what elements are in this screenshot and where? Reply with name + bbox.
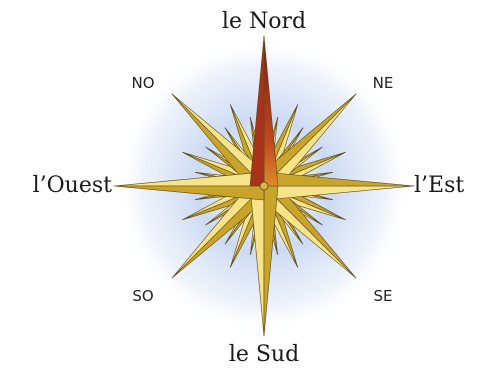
- compass-center: [260, 182, 268, 190]
- southwest-label: SO: [132, 287, 153, 305]
- east-label: l’Est: [414, 173, 464, 198]
- north-label: le Nord: [222, 9, 306, 34]
- west-label: l’Ouest: [33, 173, 113, 198]
- northwest-label: NO: [131, 74, 154, 92]
- south-label: le Sud: [229, 342, 299, 367]
- northeast-label: NE: [373, 74, 394, 92]
- southeast-label: SE: [374, 287, 393, 305]
